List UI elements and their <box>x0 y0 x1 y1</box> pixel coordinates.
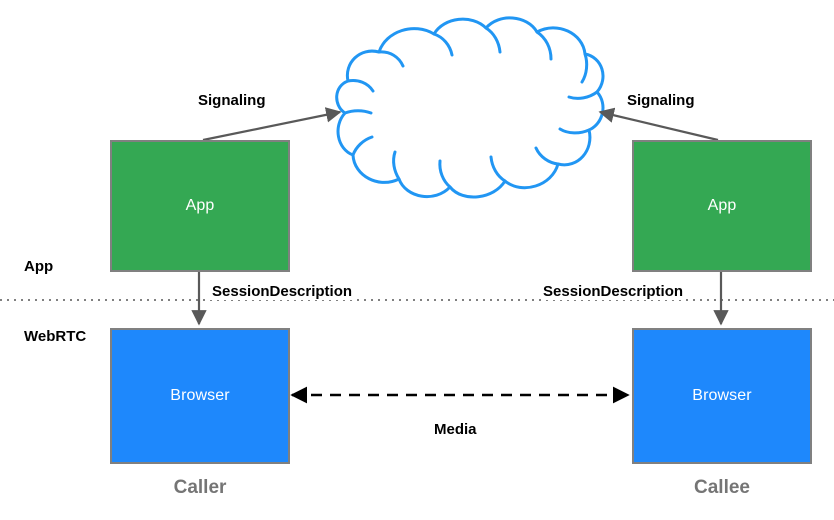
node-caller-browser-label: Browser <box>170 387 230 404</box>
node-caller-app[interactable]: App <box>110 140 290 272</box>
endpoint-label-caller: Caller <box>173 477 227 498</box>
layer-label-webrtc: WebRTC <box>24 328 87 345</box>
callee-signaling-arrow <box>598 107 719 142</box>
node-caller-app-label: App <box>185 197 215 214</box>
layer-label-app: App <box>24 258 54 275</box>
caller-signaling-arrow <box>202 107 342 142</box>
edge-label-callee-signaling: Signaling <box>625 92 697 109</box>
edge-label-callee-sessiondescription: SessionDescription <box>541 283 686 300</box>
endpoint-label-callee: Callee <box>694 477 750 498</box>
node-callee-browser[interactable]: Browser <box>632 328 812 464</box>
node-callee-browser-label: Browser <box>692 387 752 404</box>
edge-label-media: Media <box>432 421 479 438</box>
cloud-icon <box>335 16 605 199</box>
node-caller-browser[interactable]: Browser <box>110 328 290 464</box>
edge-label-caller-sessiondescription: SessionDescription <box>210 283 355 300</box>
node-callee-app[interactable]: App <box>632 140 812 272</box>
edge-label-caller-signaling: Signaling <box>196 92 268 109</box>
node-callee-app-label: App <box>707 197 737 214</box>
